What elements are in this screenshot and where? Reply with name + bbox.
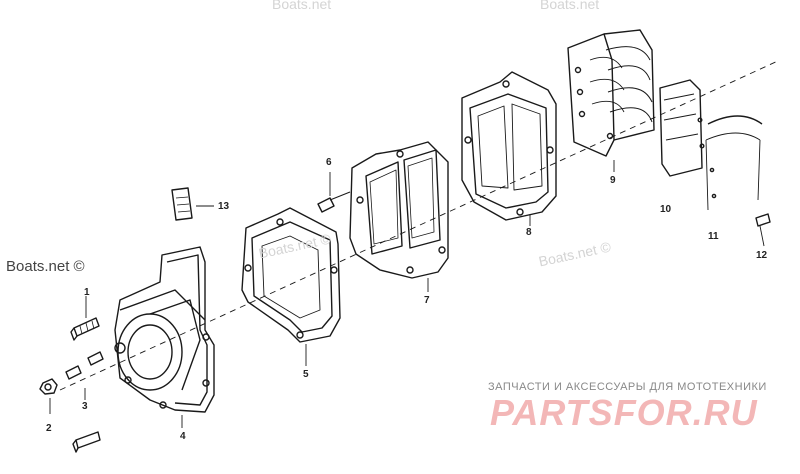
part-4-adapter-plate: [114, 246, 215, 413]
callout-13: 13: [218, 201, 230, 212]
assembly-axis: [59, 59, 781, 391]
part-1-bolt: [70, 317, 100, 341]
part-9-reed-cage: [567, 29, 655, 157]
watermark-top-left: Boats.net: [272, 0, 332, 12]
callout-5: 5: [303, 369, 309, 380]
callout-9: 9: [610, 175, 616, 186]
callout-7: 7: [424, 295, 430, 306]
callout-3: 3: [82, 401, 88, 412]
callout-1: 1: [84, 287, 90, 298]
callout-10: 10: [660, 204, 672, 215]
part-3-sleeve: [65, 351, 104, 380]
part-8-gasket: [461, 71, 557, 221]
part-12-screw: [755, 213, 771, 227]
part-6-screw: [317, 191, 351, 213]
part-5-gasket: [241, 207, 341, 343]
part-7-reed-block: [349, 141, 449, 279]
part-13-plate: [171, 187, 193, 221]
callout-2: 2: [46, 423, 52, 434]
banner-brand-logo: PARTSFOR.RU: [490, 392, 758, 433]
part-11-reed-stop: [705, 115, 763, 211]
callout-11: 11: [708, 231, 719, 242]
banner-subtitle: ЗАПЧАСТИ И АКСЕССУАРЫ ДЛЯ МОТОТЕХНИКИ: [488, 381, 767, 393]
callout-6: 6: [326, 157, 332, 168]
part-10-reed-petals: [659, 79, 705, 177]
callout-4: 4: [180, 431, 186, 442]
watermark-top-right: Boats.net: [540, 0, 600, 12]
watermark-left: Boats.net ©: [6, 258, 85, 275]
part-1-bolt-lower: [72, 431, 101, 453]
leader-lines: [49, 160, 765, 428]
callout-8: 8: [526, 227, 532, 238]
part-2-nut: [39, 378, 58, 395]
callout-12: 12: [756, 250, 768, 261]
